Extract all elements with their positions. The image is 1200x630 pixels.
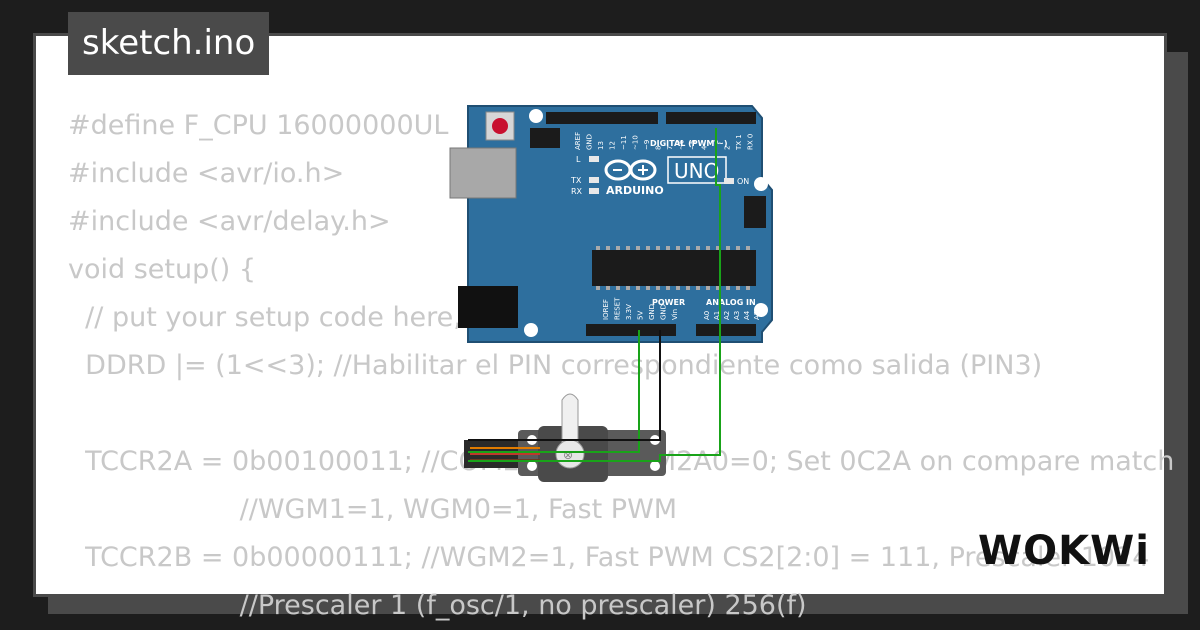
servo-mount-hole-icon: [527, 461, 537, 471]
code-line: DDRD |= (1<<3); //Habilitar el PIN corre…: [68, 350, 1043, 381]
pin-label: ~11: [620, 135, 628, 150]
power-header-label: POWER: [652, 298, 685, 307]
digital-header-label: DIGITAL (PWM ~): [650, 139, 728, 148]
code-line: #include <avr/io.h>: [68, 158, 345, 189]
pin-label: ~6: [678, 139, 686, 150]
wokwi-logo: WOKWi: [978, 528, 1150, 574]
servo-mount-hole-icon: [650, 461, 660, 471]
mounting-hole-icon: [754, 303, 768, 317]
filename-badge: sketch.ino: [68, 12, 270, 75]
power-header: [586, 324, 676, 336]
pin-label: ~5: [689, 140, 697, 150]
board-brand: ARDUINO: [606, 184, 664, 197]
pin-label: A5: [753, 311, 761, 320]
wire-ground[interactable]: [468, 330, 661, 441]
pin-label: 2: [724, 146, 732, 150]
pin-label: IOREF: [602, 299, 610, 320]
pin-label: RESET: [614, 297, 622, 320]
led-l-icon: [589, 156, 599, 162]
pin-label: GND: [660, 304, 668, 320]
mounting-hole-icon: [524, 323, 538, 337]
code-line: //Prescaler 1 (f_osc/1, no prescaler) 25…: [68, 590, 807, 621]
pin-label: 8: [655, 146, 663, 150]
atmega-chip: [592, 250, 756, 286]
arduino-infinity-logo-icon: [604, 159, 657, 181]
wire-signal[interactable]: [468, 128, 721, 462]
pin-label: GND: [586, 134, 594, 150]
svg-text:⊗: ⊗: [563, 448, 573, 462]
power-jack: [458, 286, 518, 328]
code-line: TCCR2B = 0b00000111; //WGM2=1, Fast PWM …: [68, 542, 1150, 573]
led-on-icon: [724, 178, 734, 184]
led-l-label: L: [576, 155, 581, 164]
board-model: UNO: [674, 159, 719, 183]
pin-label: AREF: [574, 132, 582, 150]
wire-power[interactable]: [468, 330, 640, 453]
pin-label: 4: [701, 145, 709, 150]
usb-connector: [449, 147, 517, 199]
pin-label: 5V: [637, 311, 645, 320]
mounting-hole-icon: [529, 109, 543, 123]
pin-label: RX 0: [747, 134, 755, 150]
on-label: ON: [737, 177, 749, 186]
led-tx-label: TX: [570, 176, 582, 185]
mounting-hole-icon: [754, 177, 768, 191]
pin-label: A4: [743, 310, 751, 320]
analog-header: [696, 324, 756, 336]
pin-label: A0: [703, 311, 711, 320]
reset-button-cap-icon: [492, 118, 508, 134]
pin-label: 3.3V: [625, 304, 633, 320]
pin-label: 12: [609, 141, 617, 150]
code-line: #define F_CPU 16000000UL: [68, 110, 449, 141]
pin-label: A3: [733, 311, 741, 320]
led-rx-icon: [589, 188, 599, 194]
pin-label: 7: [666, 146, 674, 150]
analog-header-label: ANALOG IN: [706, 298, 756, 307]
led-tx-icon: [589, 177, 599, 183]
code-line: #include <avr/delay.h>: [68, 206, 391, 237]
code-line: void setup() {: [68, 254, 257, 285]
pin-label: TX 1: [735, 134, 743, 151]
servo-motor[interactable]: ⊗: [464, 393, 666, 482]
code-line: //WGM1=1, WGM0=1, Fast PWM: [68, 494, 678, 525]
pin-label: ~10: [632, 135, 640, 150]
pin-label: GND: [648, 304, 656, 320]
pin-label: Vin: [671, 309, 679, 320]
pin-label: 13: [597, 141, 605, 150]
pin-label: ~9: [643, 140, 651, 150]
pin-label: A2: [723, 311, 731, 320]
digital-header-left: [546, 112, 658, 124]
pin-label: A1: [713, 311, 721, 320]
icsp-header-right: [744, 196, 766, 228]
led-rx-label: RX: [571, 187, 583, 196]
digital-header-right: [666, 112, 756, 124]
icsp-header-top: [530, 128, 560, 148]
